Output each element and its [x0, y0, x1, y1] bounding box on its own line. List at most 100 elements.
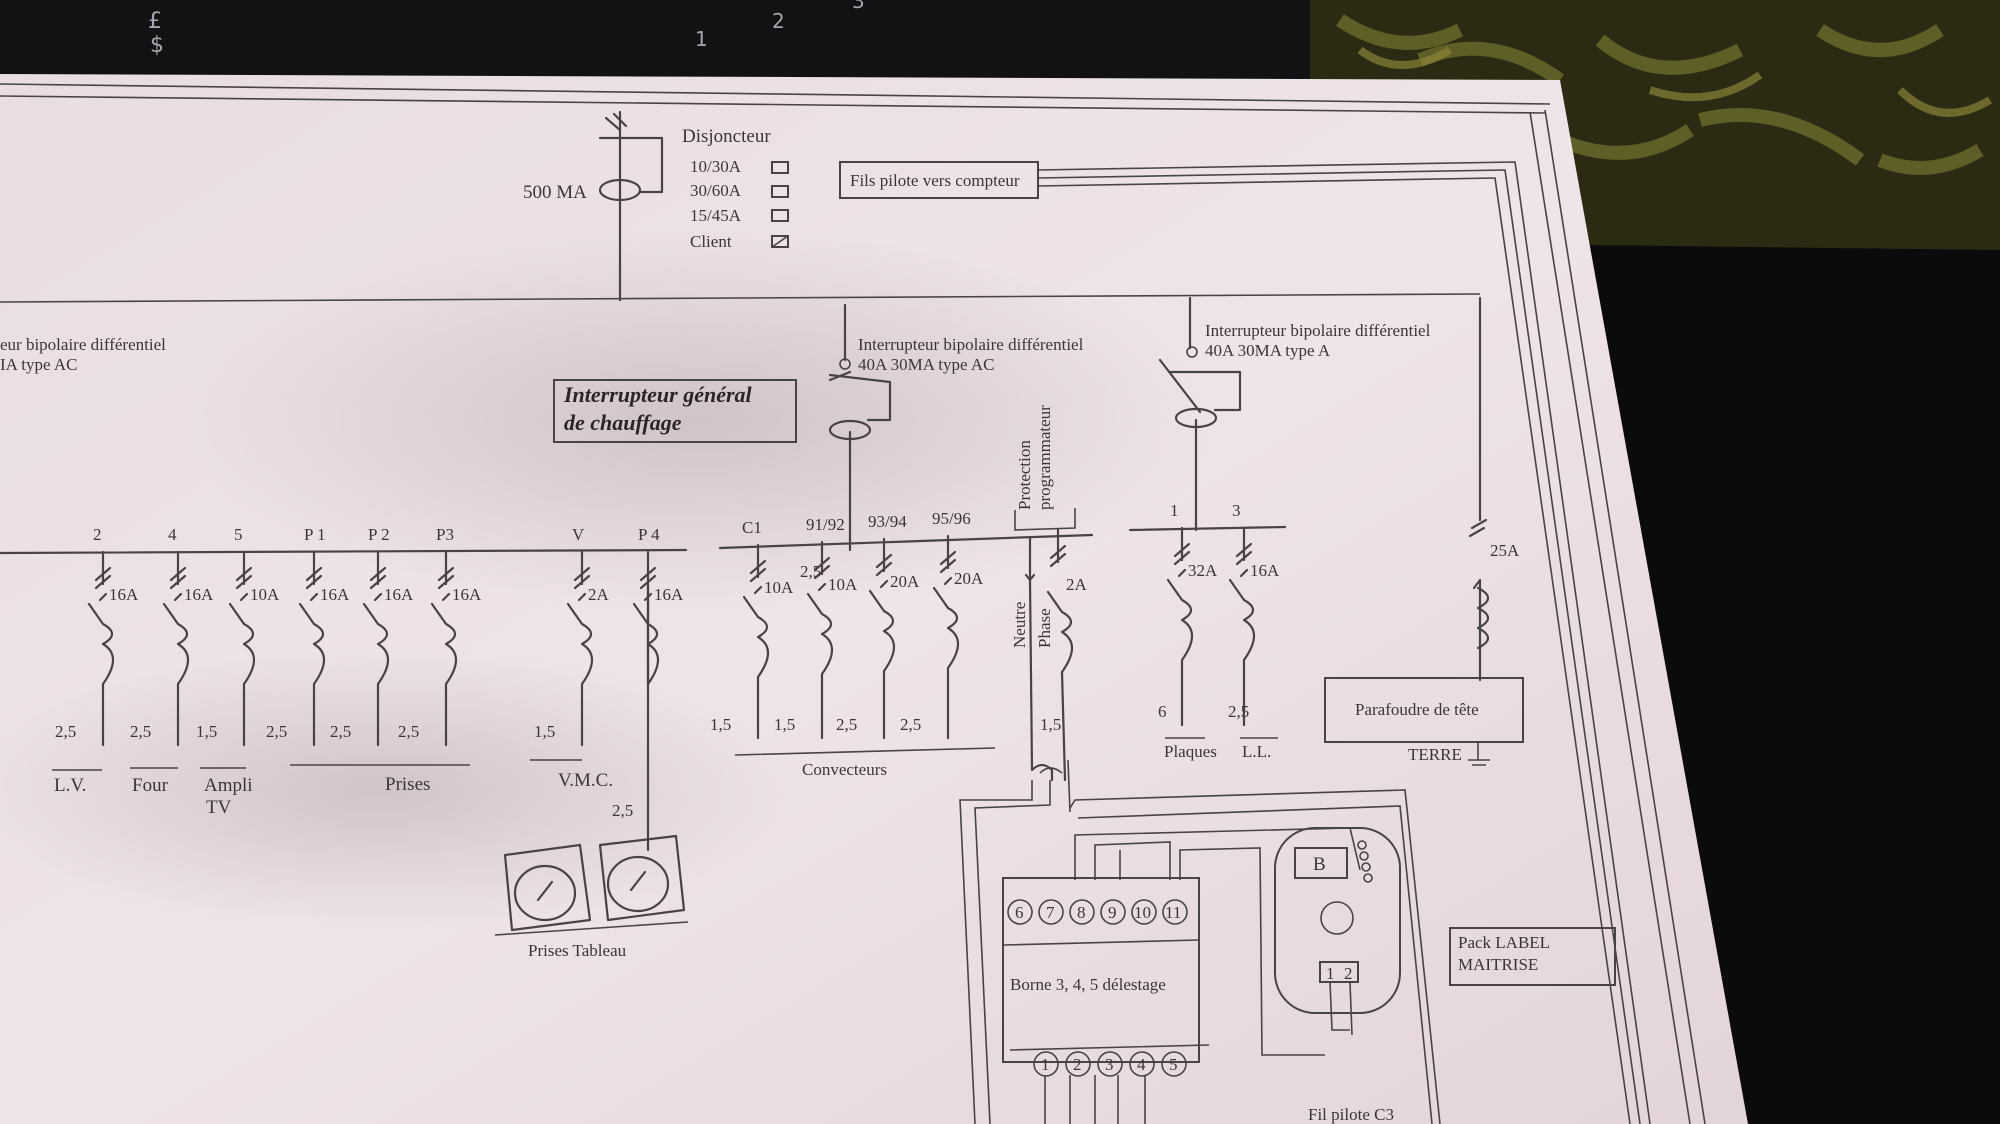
check-mark-icon — [771, 235, 789, 248]
programmer-label: Protection programmateur — [1014, 405, 1076, 531]
heating-switch-line1: Interrupteur général — [563, 382, 753, 407]
module-b-terminal: 1 — [1326, 964, 1335, 983]
wire-section: 2,5 — [266, 722, 287, 741]
wire-section: 1,5 — [196, 722, 217, 741]
terminal — [1100, 899, 1126, 925]
breaker-sensitivity: 500 MA — [523, 182, 587, 203]
pilot-wire-c3: Fil pilote C3 — [1308, 1105, 1394, 1124]
label-ampli: Ampli — [204, 775, 253, 796]
circuit-number: 1 — [1170, 501, 1179, 520]
surge-protector-label: Parafoudre de tête — [1355, 700, 1479, 719]
main-breaker: 500 MA Disjoncteur 10/30A 30/60A 15/45A … — [523, 110, 789, 302]
terminal-number: 10 — [1134, 903, 1151, 922]
wire-section: 1,5 — [1040, 715, 1061, 734]
wire-section: 2,5 — [900, 715, 921, 734]
pack-label-line2: MAITRISE — [1458, 955, 1538, 974]
label-plaques: Plaques — [1164, 742, 1217, 761]
diff-middle-line2: 40A 30MA type AC — [858, 355, 995, 374]
circuit-number: 91/92 — [806, 515, 845, 534]
module-b — [1274, 827, 1401, 1014]
circuit-number: V — [572, 525, 585, 544]
diff-right-line2: 40A 30MA type A — [1205, 341, 1331, 360]
label-tv: TV — [206, 797, 232, 818]
breaker-option-label: 15/45A — [690, 206, 742, 225]
programmer-line2: programmateur — [1035, 405, 1054, 510]
pack-label-line1: Pack LABEL — [1458, 933, 1550, 952]
breaker-rating: 16A — [184, 585, 214, 604]
circuit-number: 93/94 — [868, 512, 907, 531]
terminal-number: 11 — [1165, 903, 1181, 922]
earth-circuit: 25A Parafoudre de tête TERRE — [1324, 296, 1524, 766]
circuit-number: 3 — [1232, 501, 1241, 520]
keyboard-key: $ — [150, 33, 164, 58]
breaker-rating: 20A — [890, 572, 920, 591]
breaker-rating: 16A — [320, 585, 350, 604]
heating-switch-box: Interrupteur général de chauffage — [553, 379, 797, 443]
breaker-rating: 20A — [954, 569, 984, 588]
circuit-number: 4 — [168, 525, 177, 544]
load-shedding-module — [1002, 877, 1200, 1063]
frame — [0, 83, 1706, 1124]
breaker-rating: 10A — [250, 585, 280, 604]
keyboard: £ $ 1 2 3 — [0, 0, 1320, 80]
diff-left-line2: IA type AC — [0, 355, 77, 374]
earth-rating: 25A — [1490, 541, 1520, 560]
terminal — [1162, 899, 1188, 925]
circuit-breaker: C1 10A 1,5 — [710, 518, 794, 740]
terminal — [1065, 1051, 1091, 1077]
breaker-rating: 16A — [654, 585, 684, 604]
terminal-number: 8 — [1077, 903, 1086, 922]
circuit-number: P3 — [436, 525, 454, 544]
label-ll: L.L. — [1242, 742, 1271, 761]
programmer-line1: Protection — [1015, 440, 1034, 510]
breaker-options: 10/30A 30/60A 15/45A Client — [690, 157, 789, 251]
wire-section: 1,5 — [710, 715, 731, 734]
differential-middle: Interrupteur bipolaire différentiel 40A … — [828, 303, 1084, 552]
heating-switch-line2: de chauffage — [564, 410, 682, 435]
wire-section: 2,5 — [836, 715, 857, 734]
programmer-rating: 2A — [1066, 575, 1088, 594]
terminal-number: 9 — [1108, 903, 1117, 922]
breaker-option-checkbox — [771, 209, 789, 222]
keyboard-key: 2 — [772, 9, 785, 33]
circuit-number: P 4 — [638, 525, 660, 544]
differential-right: Interrupteur bipolaire différentiel 40A … — [1158, 296, 1431, 532]
breaker-option-checkbox-checked — [771, 235, 789, 248]
circuit-number: C1 — [742, 518, 762, 537]
circuit-number: 2 — [93, 525, 102, 544]
wire-section: 2,5 — [330, 722, 351, 741]
breaker-rating: 16A — [1250, 561, 1280, 580]
terminal — [1097, 1051, 1123, 1077]
terminal — [1129, 1051, 1155, 1077]
label-convecteurs: Convecteurs — [802, 760, 887, 779]
diff-left-line1: eur bipolaire différentiel — [0, 335, 166, 354]
breaker-rating: 32A — [1188, 561, 1218, 580]
circuit-breaker: 3 16A 2,5 — [1228, 501, 1280, 727]
terminal-number: 3 — [1105, 1055, 1114, 1074]
circuit-number: P 2 — [368, 525, 390, 544]
breaker-title: Disjoncteur — [682, 126, 771, 147]
panel-sockets: 2,5 Prises Tableau — [494, 583, 689, 960]
pilot-wire-box: Fils pilote vers compteur — [839, 161, 1651, 1124]
label-four: Four — [132, 775, 169, 796]
breaker-option-label: 30/60A — [690, 181, 742, 200]
wire-section: 2,5 — [55, 722, 76, 741]
label-lv: L.V. — [54, 775, 86, 796]
wire-section: 2,5 — [1228, 702, 1249, 721]
keyboard-key: 1 — [695, 27, 708, 51]
circuit-number: 95/96 — [932, 509, 971, 528]
breaker-option-checkbox — [771, 185, 789, 198]
socket-section: 2,5 — [612, 801, 633, 820]
breaker-rating: 10A — [764, 578, 794, 597]
circuit-breaker: 93/94 20A 2,5 — [836, 512, 920, 740]
diff-middle-line1: Interrupteur bipolaire différentiel — [858, 335, 1084, 354]
terminal-number: 6 — [1015, 903, 1024, 922]
module-b-terminal: 2 — [1344, 964, 1353, 983]
terminal — [1161, 1051, 1187, 1077]
pilot-wire-label: Fils pilote vers compteur — [850, 171, 1020, 190]
